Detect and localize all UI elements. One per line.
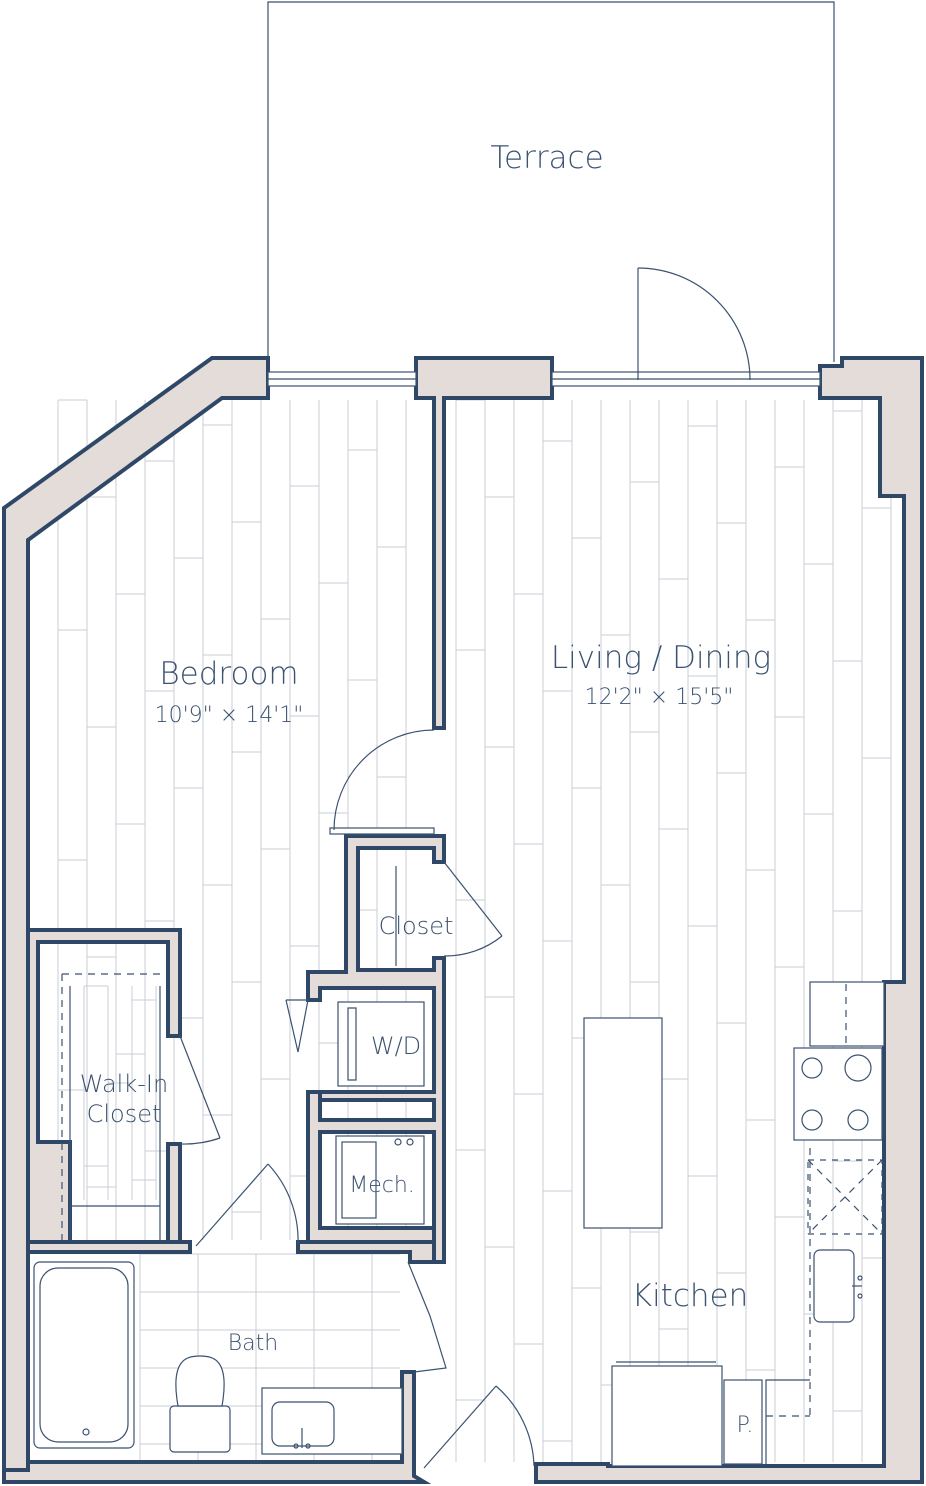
walk-in-floor-planks — [83, 985, 157, 1200]
terrace-label: Terrace — [490, 140, 603, 176]
living-dining-dimensions: 12'2" × 15'5" — [585, 685, 734, 710]
bath-fixtures — [33, 1261, 403, 1455]
room-labels: Terrace Bedroom 10'9" × 14'1" Living / D… — [80, 140, 771, 1438]
mechanical-label: Mech. — [349, 1173, 415, 1198]
closet-label: Closet — [379, 912, 454, 940]
kitchen-fixtures — [583, 981, 885, 1467]
kitchen-label: Kitchen — [632, 1278, 749, 1314]
living-dining-label: Living / Dining — [551, 640, 771, 676]
washer-dryer-unit — [337, 1001, 425, 1087]
doors — [179, 267, 751, 1469]
terrace-area — [267, 1, 835, 362]
windows — [267, 371, 821, 387]
bedroom-label: Bedroom — [159, 656, 298, 692]
walk-in-closet-label-line1: Walk-In — [80, 1070, 168, 1098]
mechanical-unit — [335, 1135, 425, 1225]
washer-dryer-label: W/D — [371, 1032, 421, 1060]
bedroom-dimensions: 10'9" × 14'1" — [155, 703, 304, 728]
bath-label: Bath — [228, 1331, 278, 1356]
exterior-walls — [2, 356, 924, 1484]
closet-fixtures — [61, 866, 397, 1240]
walk-in-closet-label-line2: Closet — [87, 1100, 162, 1128]
pantry-label: P. — [737, 1413, 754, 1438]
